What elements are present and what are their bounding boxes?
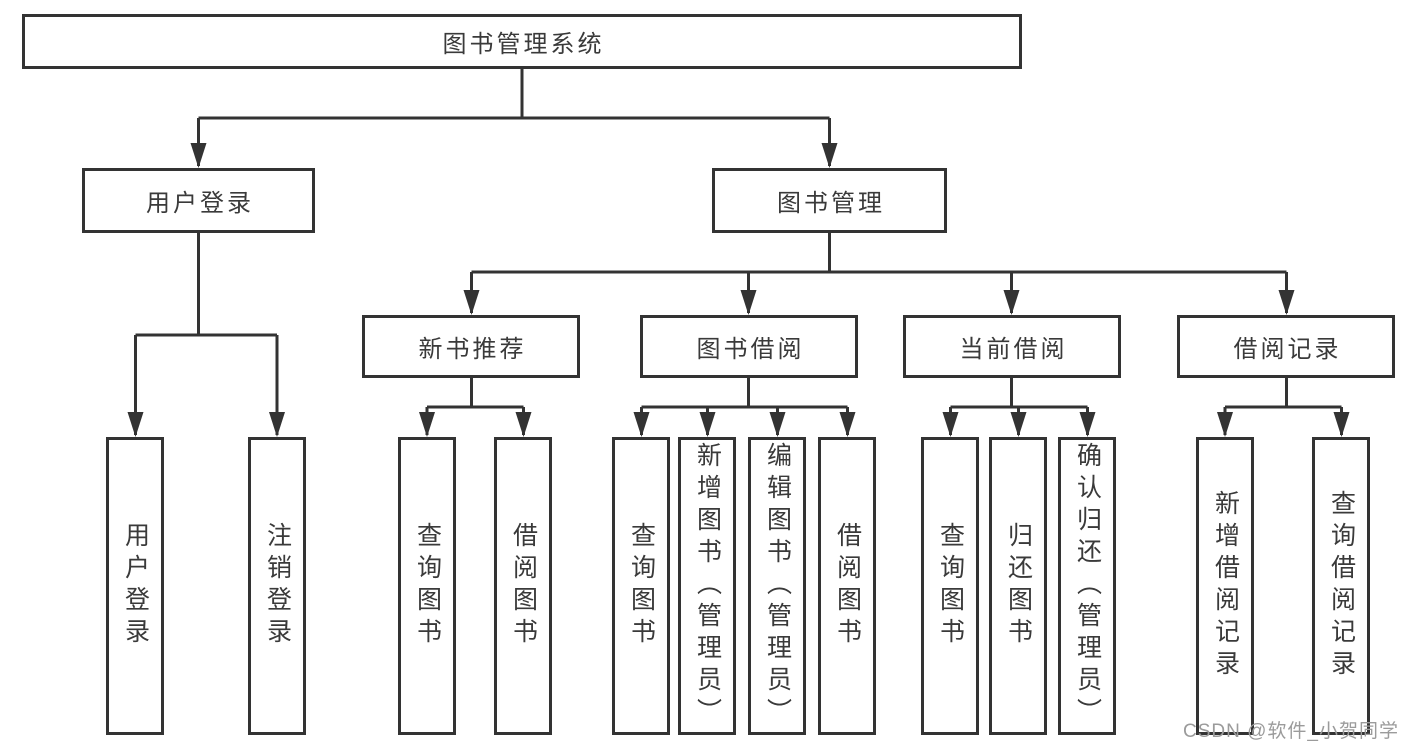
connector-lines: [134, 69, 1343, 435]
node-label: 查询图书: [413, 522, 442, 650]
node-library-management-system: 图书管理系统: [22, 14, 1022, 69]
node-return-books: 归还图书: [989, 437, 1047, 735]
node-edit-books-admin: 编辑图书（管理员）: [748, 437, 806, 735]
node-logout: 注销登录: [248, 437, 306, 735]
node-book-borrowing: 图书借阅: [640, 315, 858, 378]
node-user-login-leaf: 用户登录: [106, 437, 164, 735]
node-borrow-books-recommend: 借阅图书: [494, 437, 552, 735]
watermark: CSDN @软件_小贺同学: [1183, 721, 1399, 742]
node-query-books-recommend: 查询图书: [398, 437, 456, 735]
node-label: 图书管理: [777, 190, 885, 217]
node-label: 图书借阅: [696, 336, 805, 363]
node-confirm-return-admin: 确认归还（管理员）: [1058, 437, 1116, 735]
node-label: 查询图书: [936, 522, 965, 650]
node-add-borrow-record: 新增借阅记录: [1196, 437, 1254, 735]
node-label: 归还图书: [1004, 522, 1033, 650]
node-label: 当前借阅: [959, 336, 1068, 363]
node-label: 用户登录: [146, 190, 254, 217]
node-label: 注销登录: [263, 522, 292, 650]
node-add-books-admin: 新增图书（管理员）: [678, 437, 736, 735]
node-query-books-borrowing: 查询图书: [612, 437, 670, 735]
node-label: 新书推荐: [418, 336, 527, 363]
node-query-borrow-record: 查询借阅记录: [1312, 437, 1370, 735]
node-book-management: 图书管理: [712, 168, 947, 233]
node-label: 查询借阅记录: [1327, 490, 1356, 682]
node-borrow-books: 借阅图书: [818, 437, 876, 735]
node-user-login: 用户登录: [82, 168, 315, 233]
node-label: 新增借阅记录: [1211, 490, 1240, 682]
node-current-borrowing: 当前借阅: [903, 315, 1121, 378]
node-label: 借阅图书: [833, 522, 862, 650]
node-query-books-current: 查询图书: [921, 437, 979, 735]
node-label: 借阅图书: [509, 522, 538, 650]
node-label: 编辑图书（管理员）: [763, 442, 792, 730]
node-label: 新增图书（管理员）: [693, 442, 722, 730]
node-borrowing-records: 借阅记录: [1177, 315, 1395, 378]
node-new-book-recommendation: 新书推荐: [362, 315, 580, 378]
node-label: 用户登录: [121, 522, 150, 650]
node-label: 确认归还（管理员）: [1073, 442, 1102, 730]
node-label: 查询图书: [627, 522, 656, 650]
node-label: 借阅记录: [1233, 336, 1342, 363]
node-label: 图书管理系统: [442, 31, 605, 58]
